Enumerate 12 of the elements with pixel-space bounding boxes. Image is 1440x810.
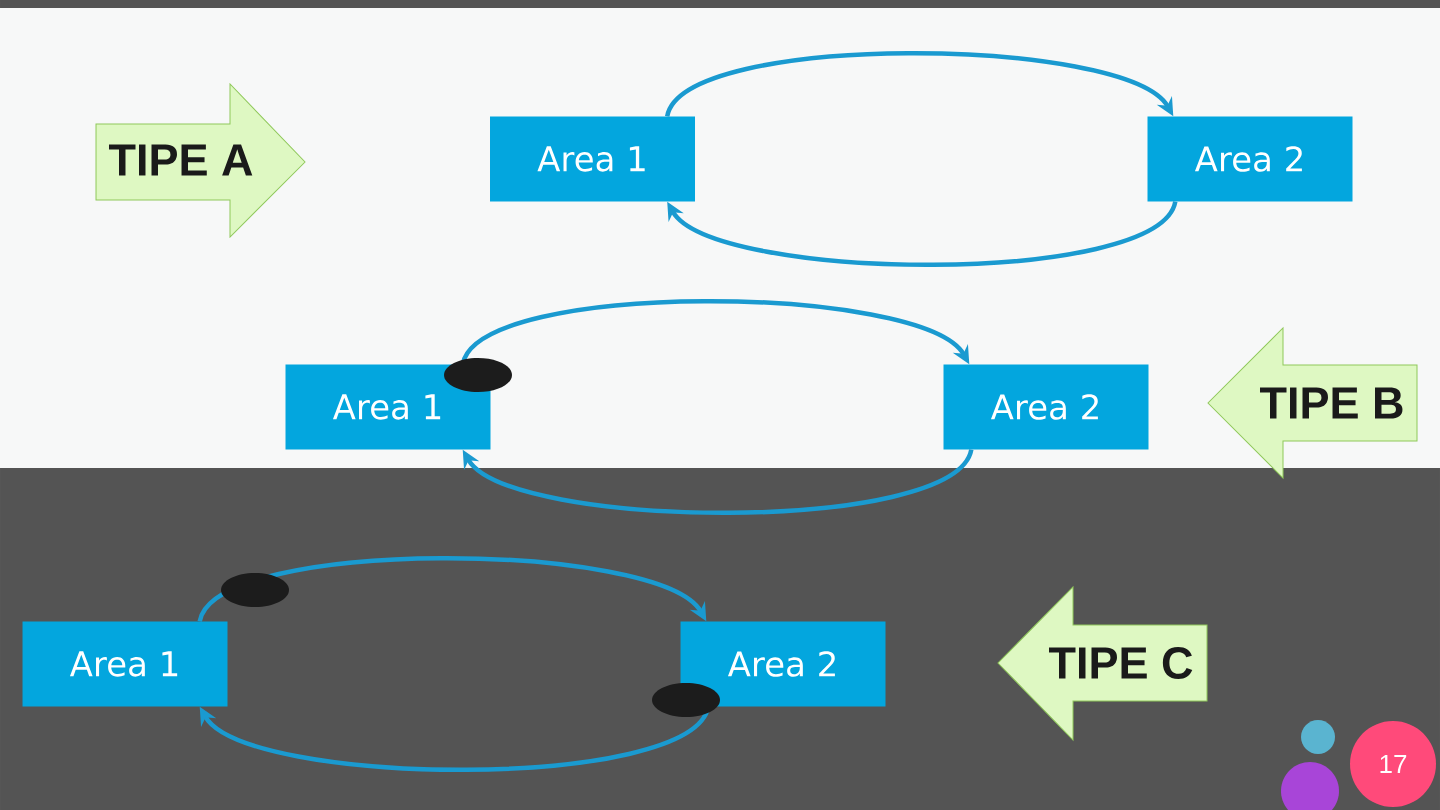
area-box: Area 1 <box>490 116 695 202</box>
area-box: Area 2 <box>943 364 1149 450</box>
curved-arrow <box>197 556 707 623</box>
curved-arrow <box>462 448 974 515</box>
area-box: Area 1 <box>22 621 228 707</box>
area-box: Area 2 <box>1147 116 1353 202</box>
curved-arrow <box>667 200 1178 267</box>
curved-arrow <box>199 705 711 772</box>
curved-arrow <box>665 51 1174 118</box>
area-box: Area 2 <box>680 621 886 707</box>
curved-arrow <box>460 299 970 366</box>
area-box: Area 1 <box>285 364 491 450</box>
